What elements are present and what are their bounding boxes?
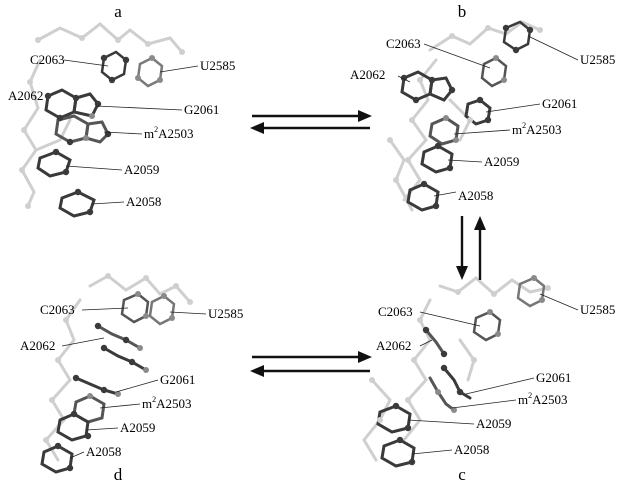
label-c-m2A2503: m2A2503 [518, 391, 568, 407]
label-d-A2062: A2062 [20, 338, 55, 353]
label-a-m2A2503: m2A2503 [144, 125, 194, 141]
arrow-d-to-c [252, 351, 372, 363]
label-d-A2059: A2059 [120, 420, 155, 435]
label-a-G2061: G2061 [184, 102, 219, 117]
label-b-A2058: A2058 [458, 188, 493, 203]
panel-d-letter: d [114, 465, 123, 484]
arrow-c-to-d [250, 365, 370, 377]
label-a-A2062: A2062 [8, 88, 43, 103]
label-b-m2A2503: m2A2503 [512, 121, 562, 137]
label-d-U2585: U2585 [208, 306, 243, 321]
label-c-C2063: C2063 [378, 304, 413, 319]
arrow-b-to-a [250, 122, 370, 134]
label-b-C2063: C2063 [386, 36, 421, 51]
label-b-U2585: U2585 [580, 52, 615, 67]
panel-a-molecule [19, 22, 185, 218]
label-d-m2A2503: m2A2503 [142, 395, 192, 411]
panel-c: c [362, 275, 615, 484]
arrow-a-to-b [252, 110, 372, 122]
panel-a: a [8, 2, 235, 218]
label-b-A2062: A2062 [350, 67, 385, 82]
label-a-U2585: U2585 [200, 58, 235, 73]
label-c-A2058: A2058 [454, 442, 489, 457]
arrow-b-to-c [456, 216, 468, 280]
label-a-A2058: A2058 [126, 194, 161, 209]
label-c-U2585: U2585 [580, 302, 615, 317]
panel-d: d [20, 273, 243, 484]
label-c-G2061: G2061 [536, 370, 571, 385]
panel-c-letter: c [458, 465, 466, 484]
label-d-C2063: C2063 [40, 302, 75, 317]
panel-b-letter: b [458, 2, 467, 21]
label-a-C2063: C2063 [30, 52, 65, 67]
label-d-G2061: G2061 [160, 372, 195, 387]
label-b-A2059: A2059 [484, 154, 519, 169]
panel-d-molecule [40, 273, 193, 474]
panel-a-letter: a [114, 2, 122, 21]
label-b-G2061: G2061 [542, 96, 577, 111]
label-d-A2058: A2058 [86, 444, 121, 459]
arrow-c-to-b [474, 216, 486, 280]
panel-b-molecule [387, 20, 543, 212]
panel-c-molecule [362, 275, 551, 468]
panel-b: b [350, 2, 615, 212]
label-c-A2059: A2059 [476, 416, 511, 431]
label-a-A2059: A2059 [124, 162, 159, 177]
label-c-A2062: A2062 [376, 338, 411, 353]
